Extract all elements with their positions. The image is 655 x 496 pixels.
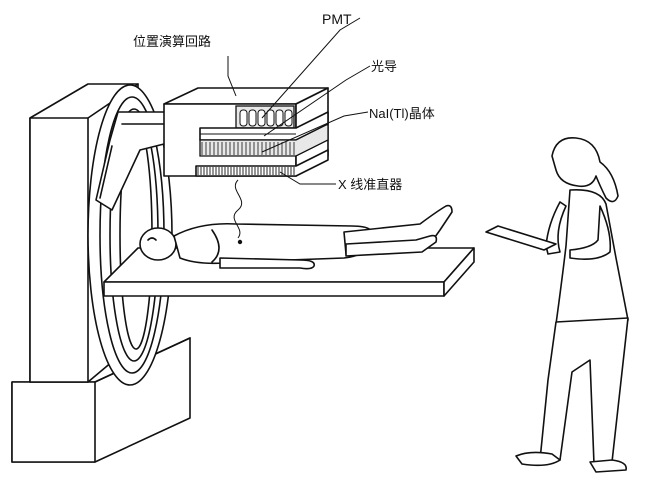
light-guide-label: 光导 (371, 60, 398, 75)
position-circuit-label: 位置演算回路 (133, 35, 212, 50)
crystal-layer (199, 122, 329, 157)
pmt-tube (266, 109, 275, 127)
crystal-label: NaI(Tl)晶体 (369, 106, 435, 121)
pmt-array (235, 105, 295, 129)
operator-figure (485, 137, 629, 473)
leader-lines (227, 17, 371, 185)
pmt-tube (248, 109, 257, 127)
pmt-tube (284, 109, 293, 127)
pmt-tube (257, 109, 266, 127)
patient-figure (139, 204, 453, 270)
collimator (195, 149, 329, 177)
emission-point (237, 239, 243, 245)
collimator-label: X 线准直器 (338, 177, 403, 192)
pmt-tube (239, 109, 248, 127)
signal-path (233, 179, 243, 239)
pmt-label: PMT (322, 11, 352, 27)
